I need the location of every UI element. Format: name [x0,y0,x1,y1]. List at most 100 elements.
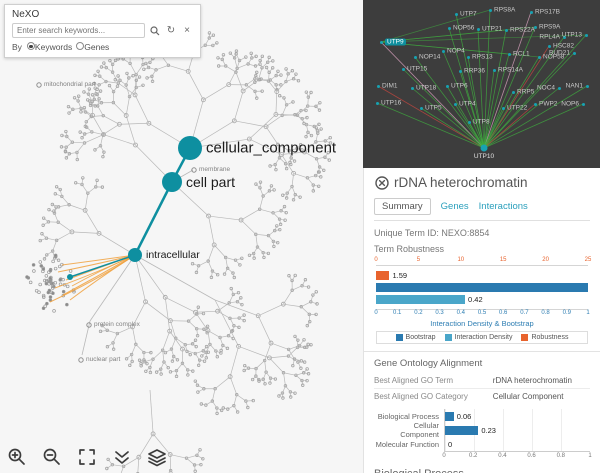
gene-node-dot [413,55,417,59]
gene-label-utp15[interactable]: UTP15 [407,65,428,73]
axis-tick: 15 [499,257,507,263]
gene-label-utp21[interactable]: UTP21 [482,25,503,33]
term-title: rDNA heterochromatin [394,175,528,190]
canvas-toolbar [6,446,168,468]
term-node-membrane[interactable]: membrane [199,166,231,173]
gene-label-nop14[interactable]: NOP14 [419,53,441,61]
term-node-cellular-component[interactable]: cellular_component [206,139,337,157]
gene-label-utp8[interactable]: UTP8 [473,118,490,126]
legend-item-bootstrap: Bootstrap [395,334,436,341]
bar-robustness: 1.59 [376,271,588,280]
term-node-cell-part[interactable]: cell part [186,174,236,190]
gene-node-dot [533,25,537,29]
gene-node-dot [572,51,576,55]
gene-label-rps13[interactable]: RPS13 [472,53,493,61]
gene-label-nan1[interactable]: NAN1 [565,82,583,90]
zoom-in-button[interactable] [6,446,28,468]
gene-node-dot [401,67,405,71]
gene-label-rcl1[interactable]: RCL1 [513,50,530,58]
radio-genes[interactable] [76,42,85,50]
gene-node-dot [557,86,561,90]
term-node-nuclear-part[interactable]: nuclear part [86,356,121,363]
tab-summary[interactable]: Summary [374,198,431,215]
term-node-mitochondrial-part[interactable]: mitochondrial part [44,81,96,88]
layers-button[interactable] [146,446,168,468]
axis-tick: 0.8 [541,310,550,316]
gene-label-utp9[interactable]: UTP9 [385,38,406,46]
tab-interactions[interactable]: Interactions [478,201,528,212]
gene-label-utp7[interactable]: UTP7 [460,10,477,18]
gene-label-rps14a[interactable]: RPS14A [498,66,523,74]
gene-label-hsc82[interactable]: HSC82 [553,42,574,50]
gene-node-dot [466,55,470,59]
x-axis-label: Interaction Density & Bootstrap [430,319,534,328]
gene-label-utp18[interactable]: UTP18 [416,84,437,92]
gene-node-dot [501,106,505,110]
term-node-protein-complex[interactable]: protein complex [94,321,140,328]
gene-label-utp4[interactable]: UTP4 [459,100,476,108]
search-input[interactable] [12,23,145,38]
gene-network-panel[interactable]: UTP7 RPS8A RPS17B NOP56 UTP21 RPS22A RPS9A RPL4… [363,0,600,168]
gene-label-nop56[interactable]: NOP56 [453,24,475,32]
gene-label-utp22[interactable]: UTP22 [507,104,528,112]
gene-label-nop6[interactable]: NOP6 [561,100,579,108]
gene-node-dot [454,12,458,16]
gene-label-pwp2[interactable]: PWP2 [539,100,558,108]
gene-label-rpl4a[interactable]: RPL4A [539,33,560,41]
gene-label-noc4[interactable]: NOC4 [536,84,555,92]
gene-node-dot [562,35,566,39]
close-icon[interactable] [374,175,389,190]
term-node-intracellular[interactable]: intracellular [146,249,200,261]
gene-label-utp16[interactable]: UTP16 [381,99,402,107]
gene-label-nop58[interactable]: NOP58 [543,53,565,61]
radio-label-keywords[interactable]: Keywords [34,42,73,52]
gene-label-rps17b[interactable]: RPS17B [535,8,560,16]
gene-node-dot [492,68,496,72]
gene-hub-dot[interactable] [480,144,488,152]
search-icon[interactable] [149,25,161,37]
gene-label-rrp5[interactable]: RRP5 [517,88,535,96]
expand-levels-button[interactable] [111,446,133,468]
axis-tick: 0.7 [520,310,529,316]
gene-label-nop4[interactable]: NOP4 [447,47,465,55]
gene-node-dot [584,33,588,37]
axis-tick: 25 [584,257,592,263]
gene-label-utp5[interactable]: UTP5 [425,104,442,112]
bar-bootstrap [376,283,588,292]
gene-label-utp10[interactable]: UTP10 [473,153,495,160]
gene-label-utp13[interactable]: UTP13 [561,31,582,39]
legend-item-robustness: Robustness [521,334,568,341]
refresh-icon[interactable]: ↻ [166,24,176,36]
gene-node-dot [511,90,515,94]
gene-label-rps8a[interactable]: RPS8A [494,6,516,14]
axis-tick: 0.2 [414,310,423,316]
axis-tick: 1 [586,310,590,316]
gene-label-rps9a[interactable]: RPS9A [539,23,561,31]
radio-label-genes[interactable]: Genes [84,42,110,52]
axis-tick: 0.6 [499,310,508,316]
gene-label-rrp36[interactable]: RRP36 [464,67,485,75]
gene-label-dim1[interactable]: DIM1 [382,82,398,90]
gene-node-dot [547,44,551,48]
radio-keywords[interactable] [26,42,35,50]
gene-node-dot [458,69,462,73]
fit-to-screen-button[interactable] [76,446,98,468]
clear-icon[interactable]: × [184,24,190,36]
gene-label-utp6[interactable]: UTP6 [451,82,468,90]
gene-node-dot [379,40,383,44]
zoom-out-button[interactable] [41,446,63,468]
gene-label-bud21[interactable]: BUD21 [549,49,570,57]
gene-node-dot [533,102,537,106]
gene-label-rps22a[interactable]: RPS22A [510,26,535,34]
tab-genes[interactable]: Genes [440,201,469,212]
